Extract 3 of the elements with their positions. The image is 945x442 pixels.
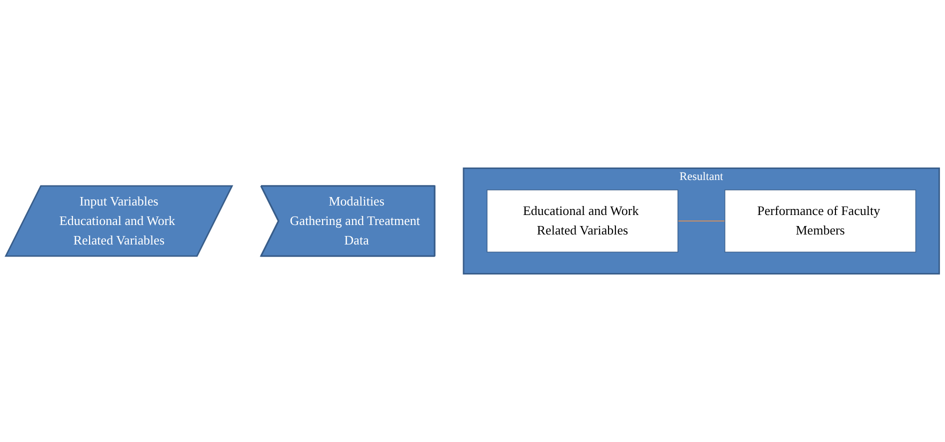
connector xyxy=(678,220,726,222)
node-box: Educational and Work Related Variables xyxy=(486,190,678,252)
node-box: Performance of Faculty Members xyxy=(724,190,916,252)
